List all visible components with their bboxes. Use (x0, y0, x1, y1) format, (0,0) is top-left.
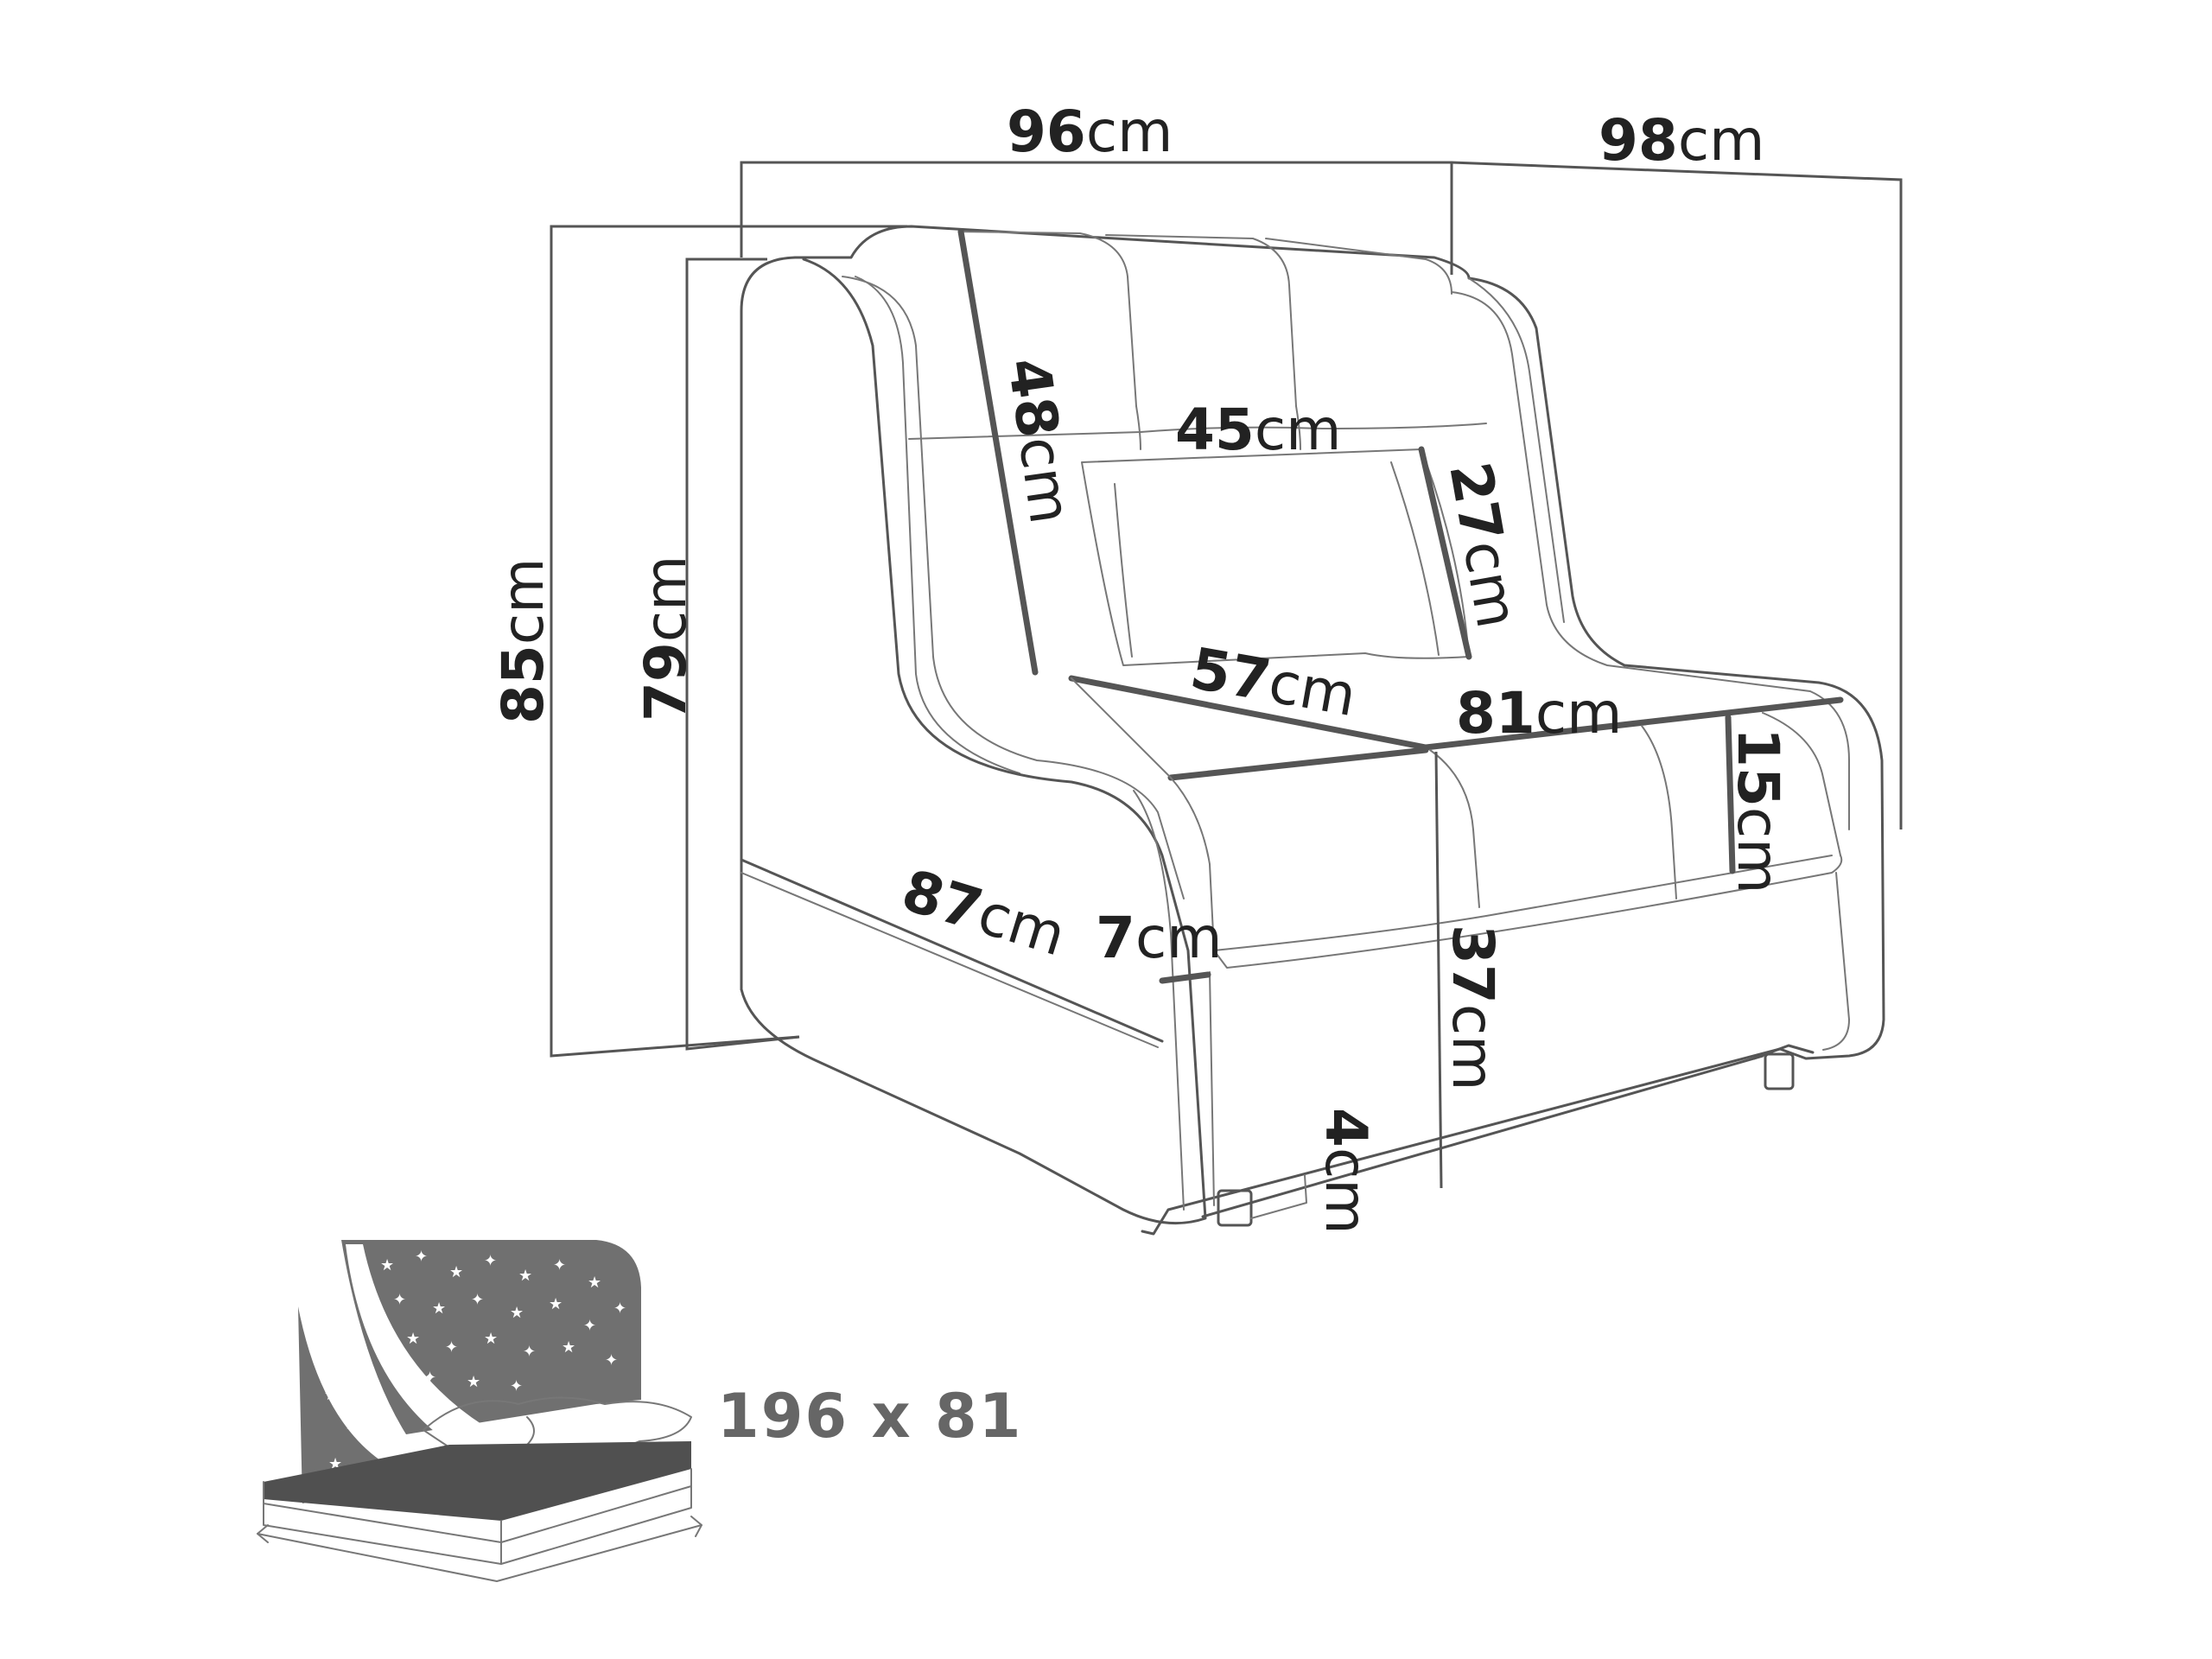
label-pillow-height: 27cm (1436, 457, 1530, 632)
dimension-labels: 96cm 98cm 85cm 79cm 48cm 45cm 27cm 57cm … (490, 99, 1791, 1235)
svg-text:★: ★ (588, 1274, 601, 1292)
svg-text:✦: ✦ (471, 1291, 484, 1309)
sofa-icon (740, 225, 1885, 1236)
label-seat-depth: 57cm (1185, 635, 1361, 729)
label-seat-length: 87cm (894, 857, 1073, 969)
svg-text:✦: ✦ (415, 1248, 428, 1266)
label-back-height: 48cm (995, 354, 1084, 528)
svg-text:✦: ✦ (346, 1421, 359, 1439)
svg-text:★: ★ (549, 1295, 563, 1313)
svg-text:★: ★ (380, 1256, 394, 1274)
svg-text:✦: ✦ (484, 1252, 497, 1270)
svg-text:✦: ✦ (583, 1317, 596, 1335)
label-seat-height: 37cm (1440, 925, 1506, 1090)
label-height-arm: 79cm (632, 556, 699, 721)
svg-text:★: ★ (510, 1304, 524, 1322)
label-width-total: 96cm (1007, 99, 1173, 165)
label-height-total: 85cm (490, 558, 556, 724)
label-seat-width: 81cm (1456, 680, 1622, 747)
svg-text:★: ★ (406, 1330, 420, 1348)
svg-text:✦: ✦ (510, 1377, 523, 1395)
svg-text:★: ★ (518, 1267, 532, 1285)
svg-text:✦: ✦ (553, 1256, 566, 1274)
overall-dimension-lines (550, 161, 1903, 1058)
svg-text:✦: ✦ (393, 1291, 406, 1309)
star-icon: ★✦★ ✦★✦ ★✦✦ ★✦★ ★✦★ ✦★✦ ★✦✦ ★✦✦ ★✦★ ✦ (315, 1248, 626, 1482)
svg-text:★: ★ (324, 1386, 338, 1404)
svg-text:✦: ✦ (445, 1338, 458, 1357)
svg-text:★: ★ (484, 1330, 498, 1348)
label-arm-width: 7cm (1096, 905, 1223, 971)
legs (1217, 1044, 1815, 1227)
svg-text:✦: ✦ (523, 1343, 536, 1361)
svg-text:★: ★ (467, 1373, 480, 1391)
svg-text:★: ★ (432, 1300, 446, 1318)
svg-text:★: ★ (562, 1338, 575, 1357)
sofa-bed-icon: ★✦★ ✦★✦ ★✦✦ ★✦★ ★✦★ ✦★✦ ★✦✦ ★✦✦ ★✦★ ✦ (257, 1240, 702, 1582)
svg-text:✦: ✦ (605, 1351, 618, 1370)
svg-text:✦: ✦ (315, 1347, 328, 1365)
label-seat-cushion: 15cm (1725, 728, 1791, 893)
label-pillow-width: 45cm (1175, 397, 1341, 463)
svg-text:★: ★ (449, 1263, 463, 1281)
label-depth-total: 98cm (1599, 107, 1764, 174)
bed-size-label: 196 x 81 (717, 1381, 1022, 1452)
label-leg-height: 4cm (1313, 1108, 1379, 1235)
svg-text:✦: ✦ (613, 1300, 626, 1318)
